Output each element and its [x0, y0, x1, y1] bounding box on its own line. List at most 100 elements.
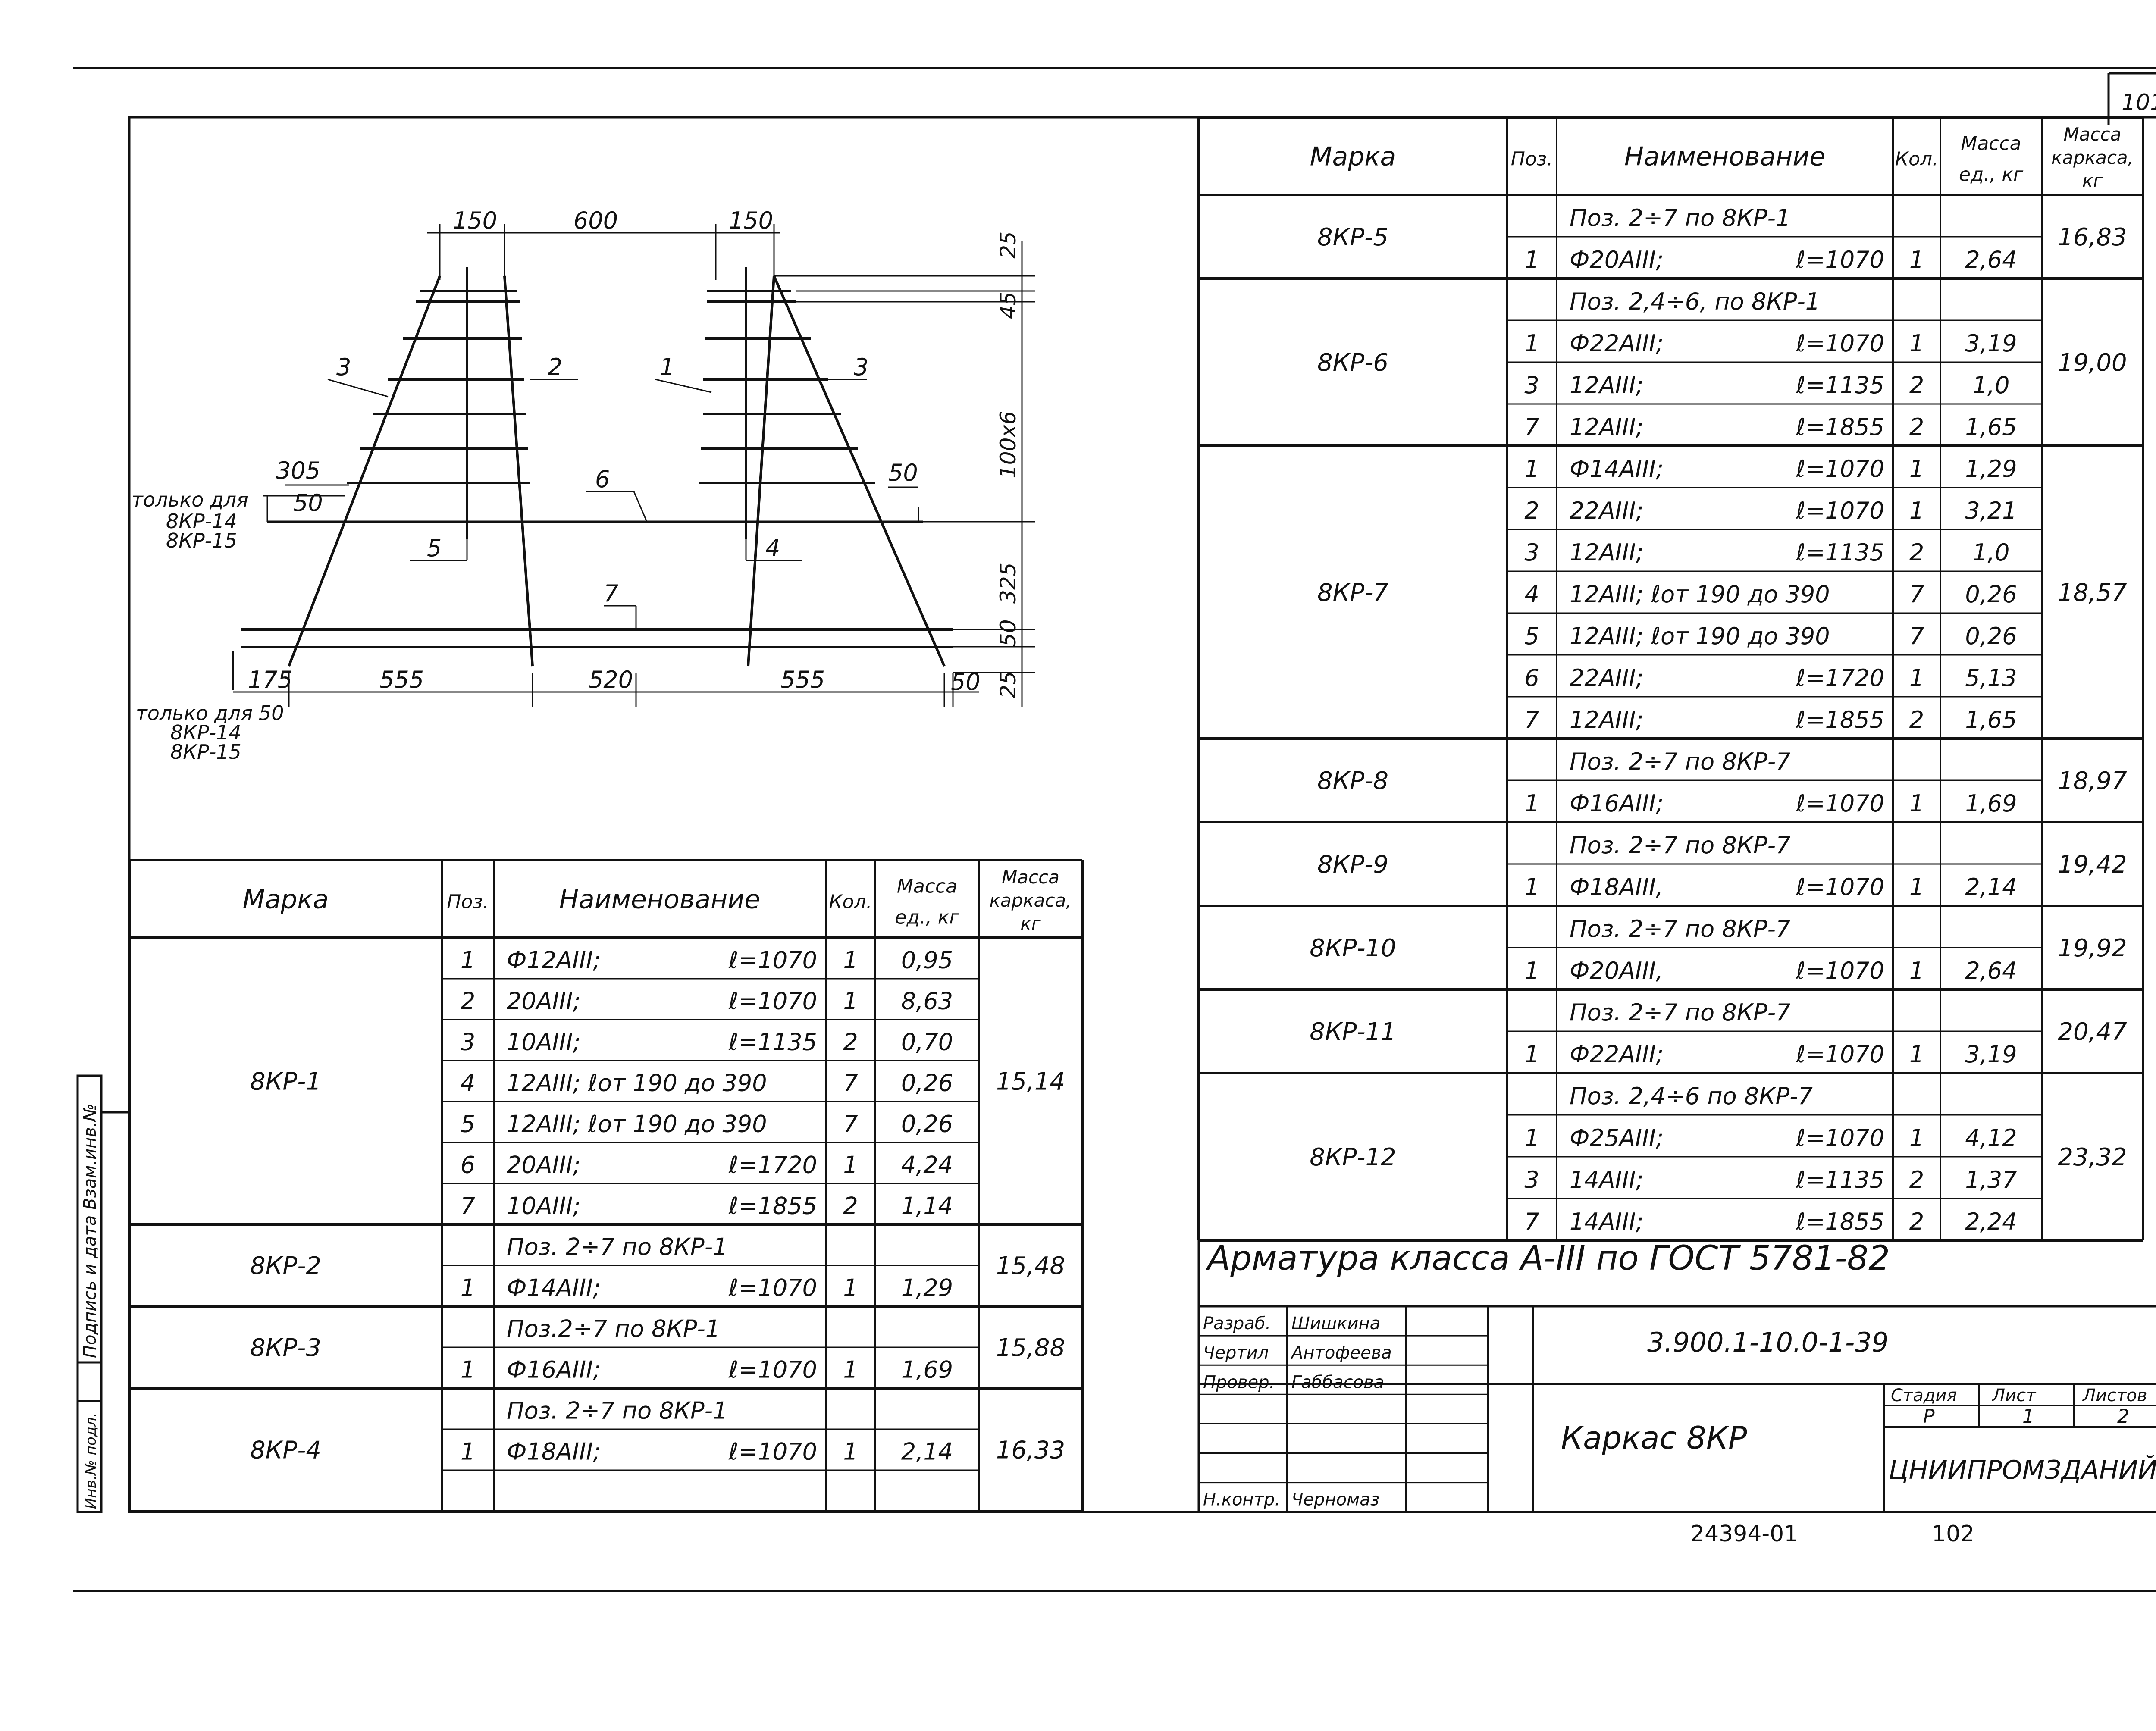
dim-top-150-left: 150 — [453, 207, 497, 234]
header-frame-mass: Масса — [1002, 867, 1059, 888]
cell-pos: 5 — [1524, 623, 1539, 650]
cell-mark: 8КР-11 — [1310, 1018, 1396, 1046]
cell-name: 12АIII; ℓот 190 до 390 — [1570, 623, 1830, 650]
cell-qty: 1 — [843, 987, 858, 1014]
sheets-label: Листов — [2082, 1386, 2147, 1405]
note-top-line-1: только для — [132, 488, 248, 511]
header-name: Наименование — [1624, 142, 1825, 172]
cell-pos: 3 — [1524, 372, 1539, 399]
cell-qty: 1 — [1909, 790, 1924, 817]
cell-qty: 2 — [843, 1028, 858, 1055]
cell-frame-mass: 19,42 — [2058, 851, 2127, 879]
cell-unit-mass: 1,37 — [1965, 1166, 2017, 1193]
cell-mark: 8КР-9 — [1317, 851, 1388, 879]
cell-unit-mass: 1,69 — [1965, 790, 2017, 817]
cell-pos: 1 — [461, 1274, 475, 1301]
cell-name: 12АIII; — [1570, 539, 1644, 566]
cell-name: 10АIII; — [507, 1192, 581, 1219]
cell-mark: 8КР-5 — [1317, 223, 1388, 251]
cell-qty: 7 — [843, 1069, 858, 1096]
cell-qty: 7 — [843, 1110, 858, 1137]
cell-length: ℓ=1855 — [1796, 706, 1884, 733]
cell-name: 12АIII; — [1570, 372, 1644, 399]
cell-pos: 1 — [1524, 957, 1539, 984]
dim-bottom-555-right: 555 — [780, 666, 825, 693]
cell-mark: 8КР-3 — [250, 1334, 321, 1362]
cell-unit-mass: 1,69 — [901, 1356, 953, 1383]
cell-name: Ф25АIII; — [1570, 1124, 1664, 1152]
cell-name: 14АIII; — [1570, 1166, 1644, 1193]
cell-qty: 2 — [1909, 1166, 1924, 1193]
cell-pos: 3 — [1524, 539, 1539, 566]
cell-frame-mass: 15,88 — [996, 1334, 1065, 1362]
cell-name: Поз. 2÷7 по 8КР-1 — [507, 1397, 727, 1424]
cell-frame-mass: 23,32 — [2058, 1143, 2127, 1171]
pos-label-4: 4 — [765, 535, 780, 562]
cell-qty: 1 — [843, 1151, 858, 1178]
cell-unit-mass: 1,65 — [1965, 706, 2017, 733]
cell-name: 20АIII; — [507, 987, 581, 1014]
cell-name: Поз.2÷7 по 8КР-1 — [507, 1315, 720, 1342]
pos-label-7: 7 — [604, 580, 618, 607]
cell-unit-mass: 0,70 — [901, 1028, 953, 1055]
cell-mark: 8КР-10 — [1310, 934, 1396, 962]
cell-pos: 6 — [1524, 664, 1539, 692]
dim-bottom-520: 520 — [589, 666, 633, 693]
cell-name: Ф18АIII, — [1570, 873, 1663, 901]
dimension-lines — [233, 224, 1035, 707]
cell-qty: 2 — [1909, 539, 1924, 566]
cell-name: Ф14АIII; — [507, 1274, 601, 1301]
cell-length: ℓ=1855 — [1796, 413, 1884, 441]
cell-name: Поз. 2,4÷6 по 8КР-7 — [1570, 1083, 1813, 1110]
dim-bottom-555-left: 555 — [379, 666, 424, 693]
cell-length: ℓ=1070 — [728, 1274, 817, 1301]
cell-qty: 1 — [843, 1356, 858, 1383]
cell-unit-mass: 0,26 — [901, 1110, 953, 1137]
cell-length: ℓ=1070 — [1796, 790, 1884, 817]
cell-name: 10АIII; — [507, 1028, 581, 1055]
cell-name: Поз. 2,4÷6, по 8КР-1 — [1570, 288, 1820, 315]
role-label: Чертил — [1203, 1343, 1269, 1363]
cell-length: ℓ=1070 — [728, 946, 817, 973]
note-bottom-line-1: только для — [136, 701, 253, 725]
cell-qty: 1 — [1909, 873, 1924, 901]
frame — [73, 67, 2156, 1592]
cell-unit-mass: 1,14 — [901, 1192, 953, 1219]
cell-length: ℓ=1855 — [1796, 1208, 1884, 1235]
cell-pos: 7 — [1524, 1208, 1539, 1235]
cell-pos: 7 — [461, 1192, 475, 1219]
header-unit-mass: ед., кг — [1959, 164, 2024, 186]
dim-right-325: 325 — [996, 563, 1021, 604]
cell-name: Ф16АIII; — [1570, 790, 1664, 817]
cell-mark: 8КР-6 — [1317, 349, 1388, 377]
pos-label-6: 6 — [595, 466, 610, 493]
cell-pos: 1 — [1524, 873, 1539, 901]
title-block-texts: 3.900.1-10.0-1-39 Каркас 8КР Стадия Лист… — [1561, 1327, 2156, 1485]
pos-label-3-right: 3 — [854, 354, 868, 381]
cell-length: ℓ=1070 — [1796, 330, 1884, 357]
cell-name: 14АIII; — [1570, 1208, 1644, 1235]
cell-length: ℓ=1135 — [1796, 539, 1884, 566]
cell-mark: 8КР-1 — [250, 1068, 321, 1096]
role-name: Антофеева — [1290, 1343, 1392, 1363]
cell-frame-mass: 20,47 — [2058, 1018, 2127, 1046]
pos-label-3-left: 3 — [336, 354, 351, 381]
role-label: Провер. — [1203, 1372, 1275, 1392]
cell-mark: 8КР-2 — [250, 1252, 321, 1280]
cell-qty: 2 — [843, 1192, 858, 1219]
cell-mark: 8КР-12 — [1310, 1143, 1396, 1171]
cell-pos: 7 — [1524, 706, 1539, 733]
cell-unit-mass: 0,26 — [1965, 581, 2017, 608]
cell-pos: 4 — [1524, 581, 1539, 608]
cell-pos: 1 — [1524, 1041, 1539, 1068]
cell-qty: 2 — [1909, 372, 1924, 399]
cell-pos: 7 — [1524, 413, 1539, 441]
pos-label-5: 5 — [427, 535, 442, 562]
cell-unit-mass: 8,63 — [901, 987, 953, 1014]
role-label: Н.контр. — [1203, 1490, 1280, 1510]
cell-pos: 5 — [461, 1110, 475, 1137]
dim-top-150-right: 150 — [729, 207, 773, 234]
inventory-number: 24394-01 — [1690, 1521, 1798, 1547]
